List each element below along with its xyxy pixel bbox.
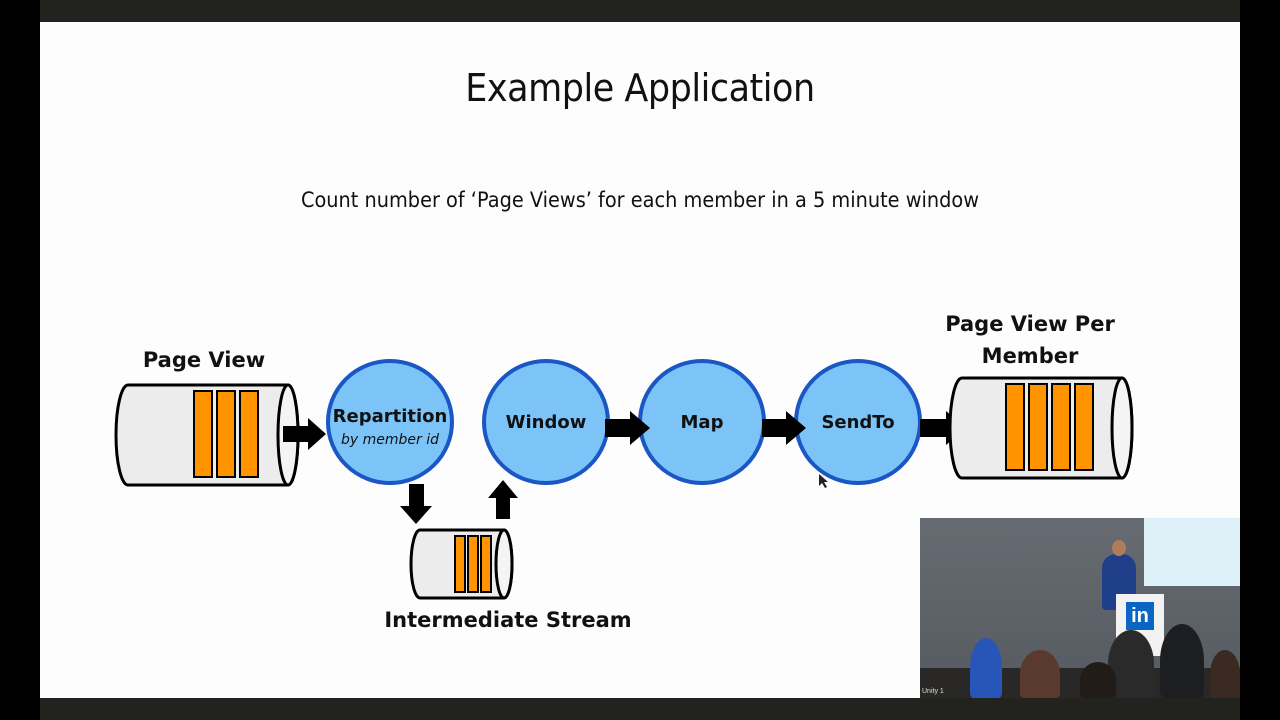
stream-record: [454, 535, 466, 593]
stream-record: [1051, 383, 1071, 471]
stream-record: [1028, 383, 1048, 471]
input-stream-label: Page View: [142, 348, 266, 372]
arrow-right-icon: [605, 411, 650, 445]
intermediate-stream-cylinder: [409, 528, 514, 600]
audience-member: [1080, 662, 1116, 698]
pipeline-diagram: [114, 359, 1134, 600]
stream-record: [1005, 383, 1025, 471]
input-stream-cylinder: [114, 383, 300, 487]
stream-record: [480, 535, 492, 593]
node-label-sendto: SendTo: [821, 412, 895, 433]
audience-member: [1020, 650, 1060, 698]
mouse-cursor-icon: [819, 474, 828, 488]
node-label-window: Window: [505, 412, 587, 433]
audience-member: [1160, 624, 1204, 698]
stream-record: [467, 535, 479, 593]
arrow-right-icon: [283, 418, 326, 450]
video-bottom-bar: [40, 698, 1240, 720]
output-stream-cylinder: [948, 376, 1134, 480]
slide: Example Application Count number of ‘Pag…: [40, 22, 1240, 698]
audience-member: [970, 638, 1002, 698]
node-sublabel-repartition: by member id: [341, 432, 439, 448]
stream-record: [193, 390, 213, 478]
stream-record: [1074, 383, 1094, 471]
arrow-right-icon: [762, 411, 806, 445]
speaker-video-overlay: in Unity 1: [920, 518, 1240, 698]
arrow-down-icon: [400, 484, 432, 524]
node-repartition: [326, 359, 454, 485]
video-top-bar: [40, 0, 1240, 22]
node-label-repartition: Repartition: [332, 406, 448, 427]
pip-speaker-head: [1112, 540, 1126, 556]
arrow-up-icon: [488, 480, 518, 519]
intermediate-stream-label: Intermediate Stream: [384, 608, 632, 632]
slide-subtitle: Count number of ‘Page Views’ for each me…: [300, 188, 980, 212]
slide-title: Example Application: [465, 66, 815, 110]
pip-caption: Unity 1: [922, 688, 944, 695]
pip-projector-screen: [1144, 518, 1240, 586]
audience-member: [1210, 650, 1240, 698]
stream-record: [216, 390, 236, 478]
stream-record: [239, 390, 259, 478]
node-label-map: Map: [680, 412, 724, 433]
output-stream-label-line1: Page View Per: [945, 312, 1115, 336]
linkedin-logo-icon: in: [1126, 602, 1154, 630]
output-stream-label-line2: Member: [981, 344, 1079, 368]
